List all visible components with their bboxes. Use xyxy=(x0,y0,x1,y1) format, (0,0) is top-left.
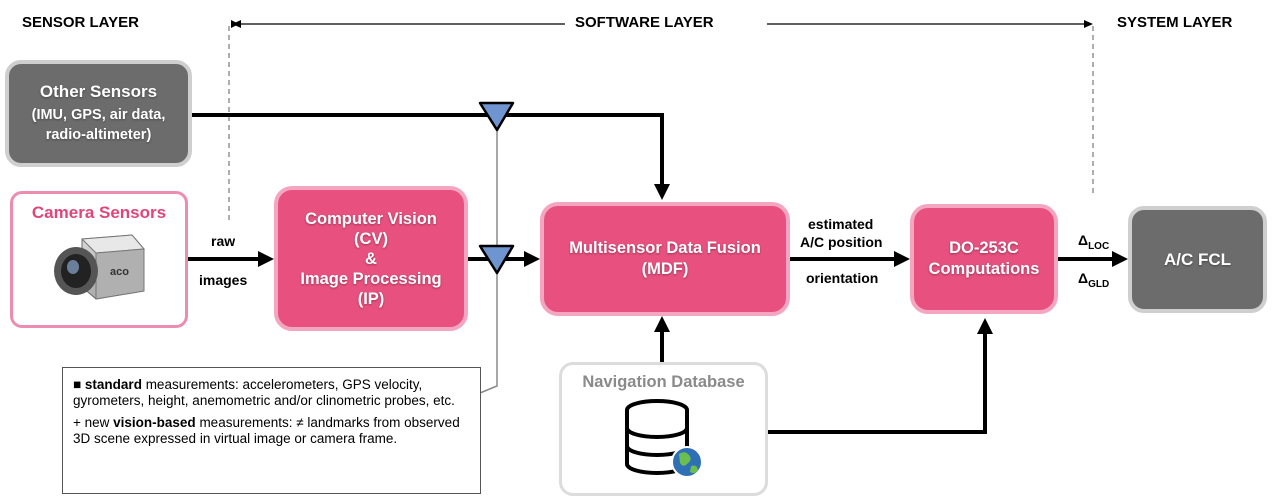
database-icon xyxy=(624,399,703,478)
camera-icon: aco xyxy=(54,234,146,300)
cv-ip-line3: & xyxy=(365,249,377,268)
note-vision-line: + new vision-based measurements: ≠ landm… xyxy=(73,415,460,446)
software-layer-arrowhead-left xyxy=(232,20,241,28)
orientation-label: orientation xyxy=(806,270,879,286)
software-layer-label: SOFTWARE LAYER xyxy=(575,14,714,31)
mdf-to-do253c-arrowhead xyxy=(894,251,910,267)
navdb-to-mdf-arrowhead xyxy=(654,316,670,332)
ac-fcl-title: A/C FCL xyxy=(1163,249,1232,269)
ac-fcl-box: A/C FCL xyxy=(1128,206,1267,313)
delta-loc-label: ΔLOC xyxy=(1078,232,1110,252)
navdb-to-do253c-line xyxy=(768,330,987,434)
cv-ip-line1: Computer Vision xyxy=(305,209,437,228)
nav-database-box: Navigation Database xyxy=(559,362,768,496)
software-layer-arrowhead-right xyxy=(1084,20,1093,28)
mdf-line1: Multisensor Data Fusion xyxy=(569,239,761,257)
sensor-layer-label: SENSOR LAYER xyxy=(22,14,139,31)
tap-triangle-upper xyxy=(478,101,515,132)
other-sensors-to-mdf-arrowhead xyxy=(654,184,670,200)
other-sensors-to-mdf-line xyxy=(192,113,664,188)
note-standard-line: ■ standard measurements: accelerometers,… xyxy=(73,377,455,408)
measurement-tap-line xyxy=(479,128,498,394)
tap-triangle-lower xyxy=(478,244,515,275)
mdf-line2: (MDF) xyxy=(641,260,689,278)
do253c-box: DO-253C Computations xyxy=(910,204,1058,314)
ac-position-label: A/C position xyxy=(800,234,883,250)
other-sensors-line1: (IMU, GPS, air data, xyxy=(31,107,166,123)
estimated-label: estimated xyxy=(808,216,874,232)
navdb-to-do253c-arrowhead xyxy=(977,318,993,334)
globe-icon xyxy=(670,446,703,478)
cv-to-mdf-arrowhead xyxy=(524,251,540,267)
other-sensors-title: Other Sensors xyxy=(39,82,158,101)
do253c-to-fcl-arrowhead xyxy=(1112,251,1128,267)
camera-sensors-title: Camera Sensors xyxy=(31,203,167,222)
delta-gld-label: ΔGLD xyxy=(1078,270,1110,290)
nav-database-title: Navigation Database xyxy=(582,373,745,391)
cv-ip-line4: Image Processing xyxy=(300,269,442,288)
other-sensors-line2: radio-altimeter) xyxy=(45,127,152,143)
system-layer-label: SYSTEM LAYER xyxy=(1117,14,1233,31)
raw-label: raw xyxy=(211,233,236,249)
camera-to-cv-arrowhead xyxy=(258,251,274,267)
mdf-box: Multisensor Data Fusion (MDF) xyxy=(540,202,790,316)
cv-ip-line5: (IP) xyxy=(357,289,385,308)
cv-ip-line2: (CV) xyxy=(354,229,388,248)
measurements-note: ■ standard measurements: accelerometers,… xyxy=(62,367,481,494)
camera-sensors-box: Camera Sensors aco xyxy=(10,191,188,328)
do253c-line1: DO-253C xyxy=(949,239,1019,257)
other-sensors-box: Other Sensors (IMU, GPS, air data, radio… xyxy=(5,60,192,167)
svg-text:aco: aco xyxy=(110,266,129,278)
do253c-line2: Computations xyxy=(928,260,1040,278)
cv-ip-box: Computer Vision (CV) & Image Processing … xyxy=(274,186,468,331)
images-label: images xyxy=(199,272,248,288)
